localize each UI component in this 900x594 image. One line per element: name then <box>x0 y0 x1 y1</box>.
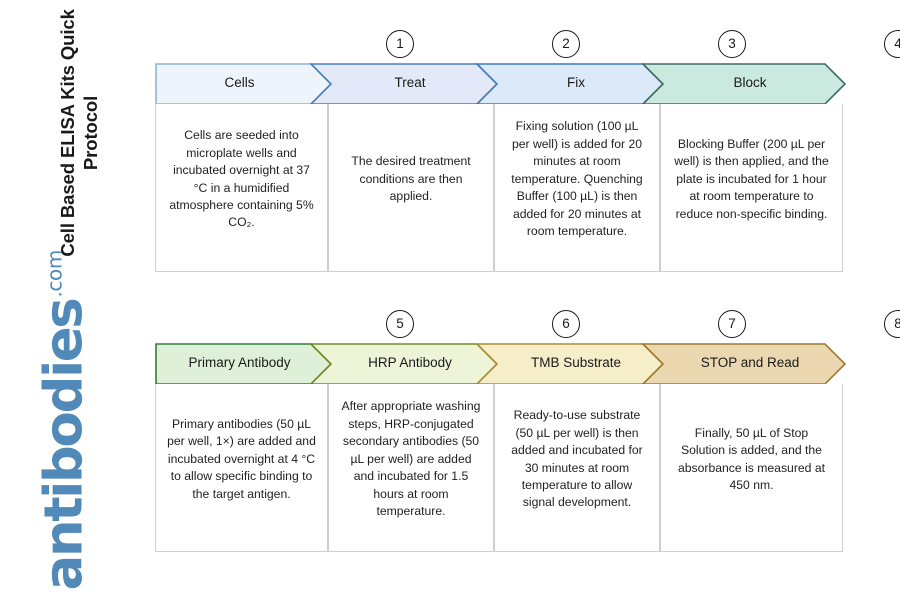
desc-cell-6: After appropriate washing steps, HRP-con… <box>328 384 494 552</box>
desc-cell-1: Cells are seeded into microplate wells a… <box>155 104 328 272</box>
desc-cell-7: Ready-to-use substrate (50 µL per well) … <box>494 384 660 552</box>
brand-tld: .com <box>42 250 67 298</box>
chevron-shapes-row-2 <box>155 343 847 385</box>
chevron-label-8[interactable]: STOP and Read <box>700 354 800 370</box>
chevron-label-7[interactable]: TMB Substrate <box>530 354 622 370</box>
desc-cell-2: The desired treatment conditions are the… <box>328 104 494 272</box>
desc-text-6: After appropriate washing steps, HRP-con… <box>341 399 481 519</box>
desc-text-4: Blocking Buffer (200 µL per well) is the… <box>674 136 829 221</box>
chevron-strip-1: Cells Treat Fix Block <box>155 62 855 105</box>
desc-text-3: Fixing solution (100 µL per well) is add… <box>511 119 643 239</box>
chevron-label-6[interactable]: HRP Antibody <box>368 354 452 370</box>
step-badge-1: 1 <box>386 30 414 58</box>
page-title: Cell Based ELISA Kits Quick Protocol <box>57 9 101 257</box>
flow-row-2: 5 6 7 8 Primary Antibody HRP Antibody TM… <box>155 310 900 552</box>
desc-text-5: Primary antibodies (50 µL per well, 1×) … <box>167 416 316 501</box>
step-badge-2: 2 <box>552 30 580 58</box>
desc-text-1: Cells are seeded into microplate wells a… <box>169 128 314 230</box>
step-badge-3: 3 <box>718 30 746 58</box>
brand-logo: antibodies.com <box>33 250 95 591</box>
chevron-label-5[interactable]: Primary Antibody <box>188 354 291 370</box>
chevron-label-3[interactable]: Fix <box>567 74 585 90</box>
step-badge-7: 7 <box>718 310 746 338</box>
desc-cell-5: Primary antibodies (50 µL per well, 1×) … <box>155 384 328 552</box>
desc-text-8: Finally, 50 µL of Stop Solution is added… <box>677 425 825 492</box>
chevron-shapes-row-1 <box>155 63 847 105</box>
desc-text-7: Ready-to-use substrate (50 µL per well) … <box>511 408 643 510</box>
step-badge-8: 8 <box>884 310 900 338</box>
step-badge-5: 5 <box>386 310 414 338</box>
desc-cell-4: Blocking Buffer (200 µL per well) is the… <box>660 104 843 272</box>
step-badge-strip-1: 1 2 3 4 <box>155 30 900 62</box>
step-badge-strip-2: 5 6 7 8 <box>155 310 900 342</box>
step-badge-6: 6 <box>552 310 580 338</box>
desc-strip-1: Cells are seeded into microplate wells a… <box>155 104 845 272</box>
brand-name: antibodies <box>33 299 95 591</box>
chevron-label-1[interactable]: Cells <box>224 74 255 90</box>
desc-cell-3: Fixing solution (100 µL per well) is add… <box>494 104 660 272</box>
desc-text-2: The desired treatment conditions are the… <box>351 154 471 204</box>
chevron-label-4[interactable]: Block <box>733 74 767 90</box>
desc-strip-2: Primary antibodies (50 µL per well, 1×) … <box>155 384 845 552</box>
desc-cell-8: Finally, 50 µL of Stop Solution is added… <box>660 384 843 552</box>
chevron-strip-2: Primary Antibody HRP Antibody TMB Substr… <box>155 342 855 385</box>
left-rail: Cell Based ELISA Kits Quick Protocol ant… <box>0 0 155 594</box>
step-badge-4: 4 <box>884 30 900 58</box>
flow-row-1: 1 2 3 4 Cells Treat Fix Block Cells are … <box>155 30 900 272</box>
chevron-label-2[interactable]: Treat <box>394 74 426 90</box>
